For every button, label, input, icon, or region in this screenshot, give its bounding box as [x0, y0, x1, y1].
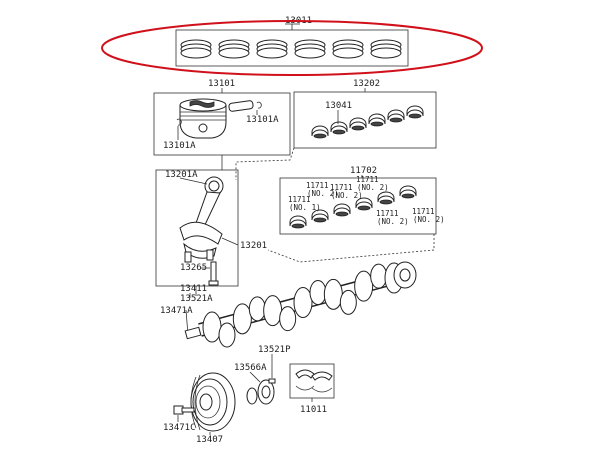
highlight-ellipse: [101, 20, 483, 76]
main-bearing-labels: 11711(NO. 1)11711(NO. 2)11711(NO. 2)1171…: [288, 175, 445, 226]
label-conrod-bolt: 13265: [180, 263, 207, 273]
connecting-rod-icon[interactable]: [179, 176, 224, 263]
piston-ring: [332, 39, 364, 59]
crank-web: [354, 263, 388, 302]
rod-bearing-shell: [406, 105, 424, 119]
rod-bearing-shell: [349, 117, 367, 131]
leader-conrod-bushing: [179, 177, 208, 185]
label-conrod: 13201: [240, 241, 267, 251]
timing-gear-key-icon[interactable]: [268, 378, 276, 384]
piston-rings: [180, 39, 402, 59]
main-bearing-shell: [399, 185, 417, 199]
pulley-bolt-icon[interactable]: [173, 405, 195, 415]
main-bearing-shell: [377, 191, 395, 205]
piston-ring: [256, 39, 288, 59]
main-bearing-shell: [355, 197, 373, 211]
piston-ring: [180, 39, 212, 59]
crank-web: [323, 278, 357, 315]
main-bearing-code: 11711: [356, 175, 379, 184]
leader-conrod: [221, 237, 239, 246]
main-bearing-variant: (NO. 2): [357, 183, 389, 192]
main-bearing-variant: (NO. 2): [413, 215, 445, 224]
crank-web: [263, 295, 297, 332]
label-pin-clip-right: 13101A: [246, 115, 279, 125]
rod-bearing-shell: [368, 113, 386, 127]
rod-bearing-shell: [311, 125, 329, 139]
thrust-washers-icon[interactable]: [295, 369, 333, 393]
label-pin-clip-left: 13101A: [163, 141, 196, 151]
main-bearing-variant: (NO. 2): [331, 191, 363, 200]
label-crankshaft: 13411: [180, 284, 207, 294]
piston-pin-icon[interactable]: [228, 100, 254, 112]
label-crank-key: 13521A: [180, 294, 213, 304]
main-bearing-code: 11711: [288, 195, 311, 204]
main-bearing-variant: (NO. 2): [377, 217, 409, 226]
crank-web: [232, 296, 266, 335]
label-rod-bearing: 13041: [325, 101, 352, 111]
main-bearing-code: 11711: [306, 181, 329, 190]
main-bearing-code: 11711: [412, 207, 435, 216]
main-bearing-variant: (NO. 2): [307, 189, 339, 198]
main-bearing-shell: [289, 215, 307, 229]
timing-gear-icon[interactable]: [246, 379, 275, 405]
thrust-washer-box: [289, 363, 335, 399]
crankshaft-icon[interactable]: [184, 261, 417, 348]
label-thrust-washers: 11011: [300, 405, 327, 415]
main-bearing-set-box: [279, 177, 437, 235]
leader-timing-gear: [249, 371, 261, 383]
pin-clip-left-icon[interactable]: [176, 118, 182, 126]
conrod-bolt-icon[interactable]: [208, 261, 219, 286]
main-bearings[interactable]: [289, 185, 417, 229]
crank-web: [202, 311, 236, 348]
piston-icon[interactable]: [179, 98, 227, 139]
main-bearing-code: 11711: [376, 209, 399, 218]
label-crank-pin: 13471A: [160, 306, 193, 316]
label-pulley: 13407: [196, 435, 223, 445]
main-bearing-shell: [311, 209, 329, 223]
label-timing-gear: 13566A: [234, 363, 267, 373]
crank-pulley-icon[interactable]: [190, 372, 236, 432]
rod-bearing-shell: [330, 121, 348, 135]
rod-bearing-set-box: [293, 91, 437, 149]
rod-bearing-shell: [387, 109, 405, 123]
crank-web: [293, 280, 327, 318]
piston-ring: [218, 39, 250, 59]
rod-bearings[interactable]: [311, 105, 424, 139]
label-conrod-bushing: 13201A: [165, 170, 198, 180]
label-timing-gear-key: 13521P: [258, 345, 291, 355]
label-piston-set: 13101: [208, 79, 235, 89]
label-rod-bearing-set: 13202: [353, 79, 380, 89]
main-bearing-variant: (NO. 1): [289, 203, 321, 212]
piston-ring: [370, 39, 402, 59]
label-pulley-bolt: 13471C: [163, 423, 196, 433]
piston-ring-set[interactable]: [175, 29, 409, 67]
piston-ring: [294, 39, 326, 59]
conrod-box: [155, 169, 239, 287]
pin-clip-right-icon[interactable]: [256, 101, 262, 109]
label-main-bearing-set: 11702: [350, 166, 377, 176]
dashed-connector-rod: [235, 147, 295, 180]
dashed-connector-main: [267, 234, 435, 263]
main-bearing-code: 11711: [330, 183, 353, 192]
main-bearing-shell: [333, 203, 351, 217]
